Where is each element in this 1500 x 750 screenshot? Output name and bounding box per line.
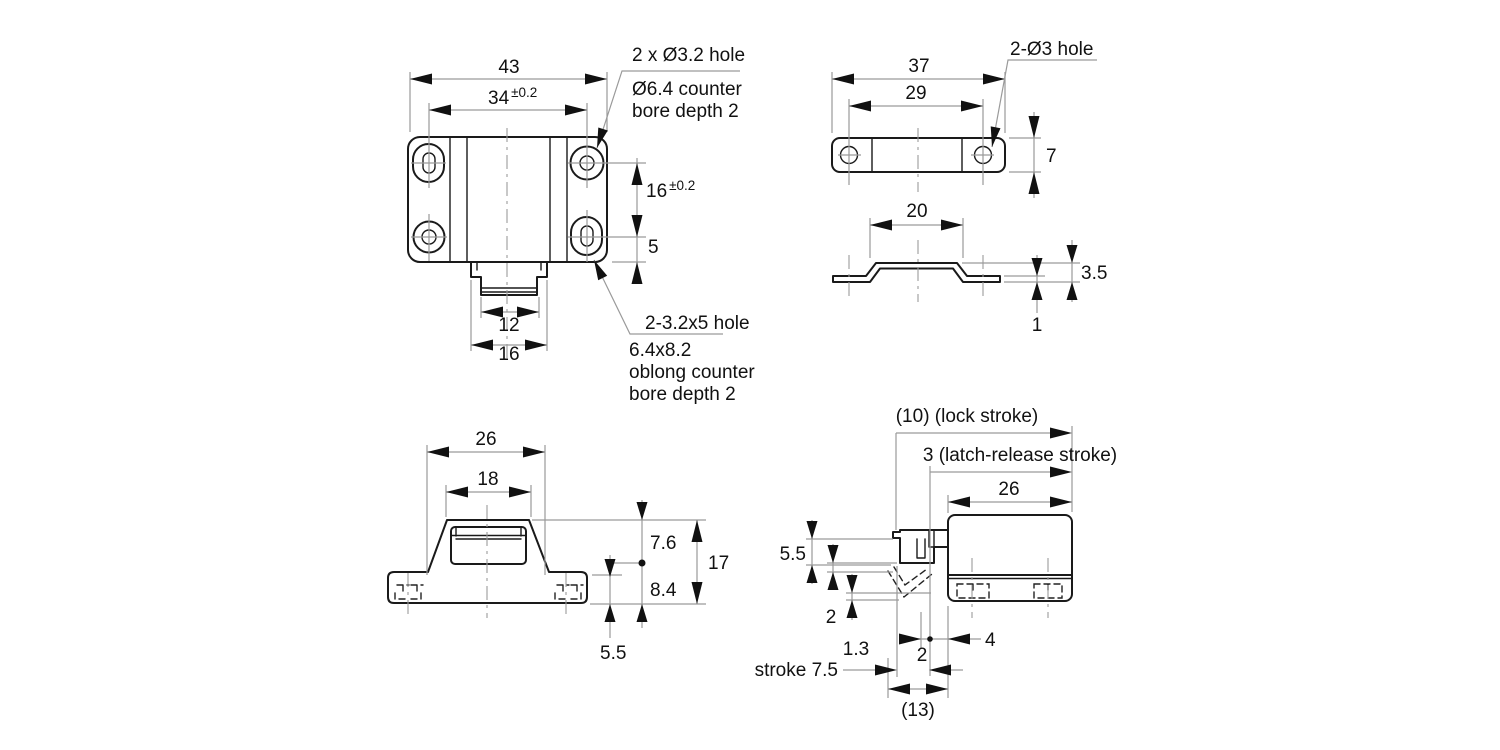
dim-1: 1 (1032, 315, 1043, 336)
dim-2-pin: 2 (917, 645, 928, 666)
front-view-dimensions: 43 34±0.2 16±0.2 5 12 16 (409, 57, 695, 365)
callout-slot-cbore-line1: 6.4x8.2 (629, 340, 691, 361)
dim-16-tab: 16 (498, 344, 519, 365)
side-view-outline (387, 519, 588, 604)
strike-side-dimensions: 20 3.5 1 (869, 201, 1107, 336)
dim-34-tol: 34±0.2 (488, 85, 537, 109)
dim-8_4: 8.4 (650, 580, 677, 601)
strike-top-dimensions: 37 29 7 (831, 56, 1057, 198)
dim-12: 12 (498, 315, 519, 336)
dim-2-hook: 2 (826, 607, 837, 628)
callout-slot-cbore-line2: oblong counter (629, 362, 755, 383)
strike-top-view: 37 29 7 2-Ø3 hole (831, 39, 1097, 198)
dim-26-stroke: 26 (998, 479, 1019, 500)
side-view-centerlines (407, 505, 567, 618)
dim-29: 29 (905, 83, 926, 104)
dim-3_5: 3.5 (1081, 263, 1107, 284)
dim-1_3: 1.3 (843, 639, 869, 660)
dim-7: 7 (1046, 146, 1057, 167)
dim-4: 4 (985, 630, 996, 651)
dim-latch-release: 3 (latch-release stroke) (923, 445, 1117, 466)
stroke-view-dimensions: (10) (lock stroke) 3 (latch-release stro… (755, 406, 1118, 721)
callout-round-hole: 2 x Ø3.2 hole (632, 45, 745, 66)
dim-stroke-7_5: stroke 7.5 (755, 660, 838, 681)
dim-5_5-side: 5.5 (600, 643, 626, 664)
strike-side-outline (832, 262, 1001, 283)
callout-slot-cbore-line3: bore depth 2 (629, 384, 736, 405)
stroke-view-outline (892, 514, 1073, 602)
dim-17: 17 (708, 553, 729, 574)
dim-26-side: 26 (475, 429, 496, 450)
dim-16-tol: 16±0.2 (646, 178, 695, 202)
dim-5_5-stroke: 5.5 (780, 544, 806, 565)
callout-cbore-line1: Ø6.4 counter (632, 79, 743, 100)
dim-43: 43 (498, 57, 519, 78)
dim-13: (13) (901, 700, 935, 721)
side-view: 26 18 7.6 8.4 17 5.5 (387, 429, 729, 664)
callout-cbore-line2: bore depth 2 (632, 101, 739, 122)
dim-37: 37 (908, 56, 929, 77)
front-view: 43 34±0.2 16±0.2 5 12 16 2 x Ø3.2 hole Ø… (407, 45, 755, 405)
callout-strike-hole: 2-Ø3 hole (1010, 39, 1093, 60)
strike-top-callout: 2-Ø3 hole (990, 39, 1097, 148)
front-view-callouts: 2 x Ø3.2 hole Ø6.4 counter bore depth 2 … (593, 45, 755, 405)
stroke-view-centerlines (971, 558, 1049, 618)
side-view-dimensions: 26 18 7.6 8.4 17 5.5 (426, 429, 729, 664)
strike-side-centerlines (848, 240, 984, 302)
side-view-hidden-details (394, 584, 584, 600)
callout-slot-hole: 2-3.2x5 hole (645, 313, 750, 334)
dim-5: 5 (648, 237, 659, 258)
dim-7_6: 7.6 (650, 533, 676, 554)
strike-side-view: 20 3.5 1 (832, 201, 1107, 336)
dim-18: 18 (477, 469, 498, 490)
stroke-view: (10) (lock stroke) 3 (latch-release stro… (755, 406, 1118, 721)
dim-20: 20 (906, 201, 927, 222)
dim-lock-stroke: (10) (lock stroke) (896, 406, 1039, 427)
